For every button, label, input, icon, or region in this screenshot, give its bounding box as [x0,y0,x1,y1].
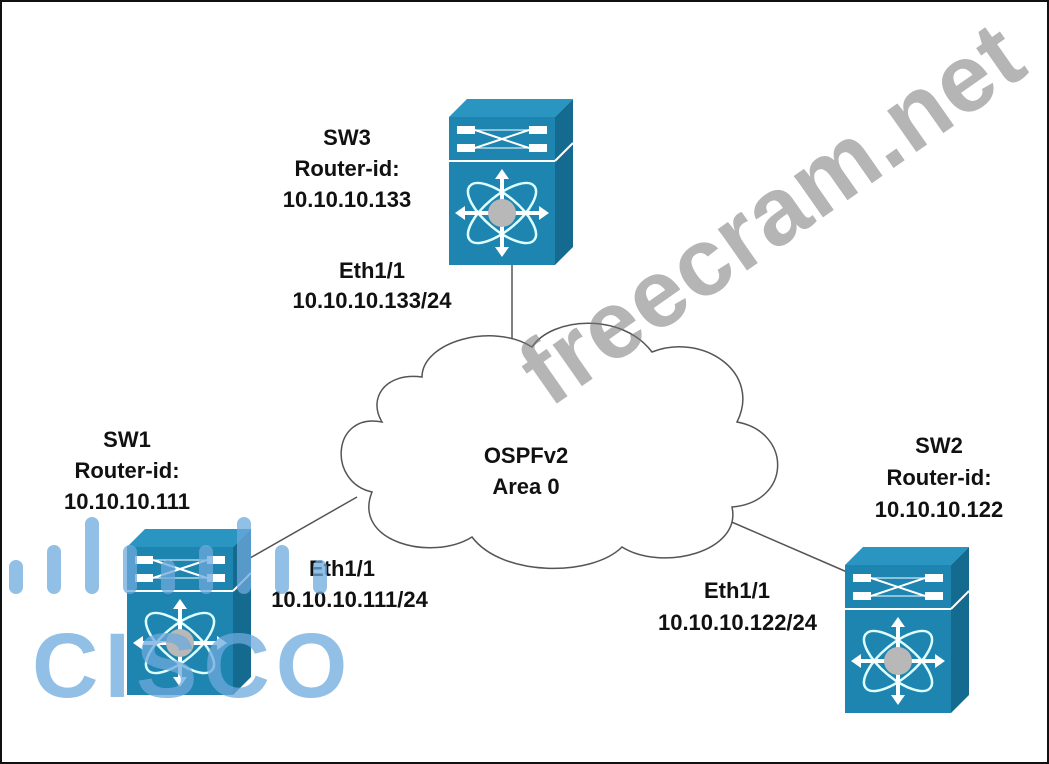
sw2-router-id-label: Router-id: [886,465,992,490]
ospf-cloud [340,322,779,570]
cisco-logo-text: CISCO [32,615,354,717]
link-cloud-sw2 [726,519,848,573]
sw2-interface: Eth1/1 [703,578,771,603]
sw3-name: SW3 [323,125,371,150]
sw3-router-id: 10.10.10.133 [282,187,412,212]
sw1-ip: 10.10.10.111/24 [271,587,428,612]
sw3-ip: 10.10.10.133/24 [292,288,452,313]
sw2-router-id: 10.10.10.122 [874,497,1004,522]
sw3-interface: Eth1/1 [338,258,406,283]
sw1-router-id-label: Router-id: [74,458,180,483]
sw2-name: SW2 [915,433,963,458]
sw1-router-id: 10.10.10.111 [63,489,191,514]
cloud-label-protocol: OSPFv2 [483,443,569,468]
cloud-label-area: Area 0 [492,474,560,499]
sw1-name: SW1 [103,427,151,452]
sw2-ip: 10.10.10.122/24 [657,610,818,635]
sw3-router-id-label: Router-id: [294,156,400,181]
link-sw1-cloud [249,496,358,559]
